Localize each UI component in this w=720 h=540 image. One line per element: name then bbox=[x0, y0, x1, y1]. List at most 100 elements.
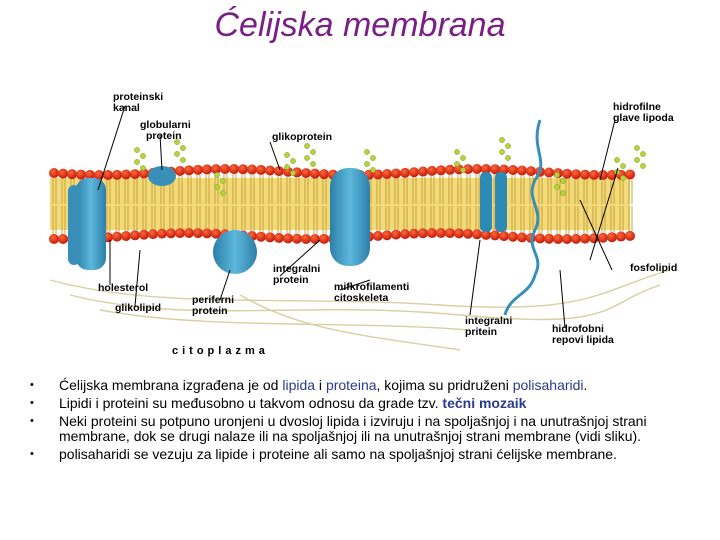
phospholipid-head bbox=[625, 231, 635, 241]
phospholipid-head bbox=[508, 165, 518, 175]
sugar-chain bbox=[140, 153, 145, 158]
phospholipid-head bbox=[58, 234, 68, 244]
phospholipid-head bbox=[382, 230, 392, 240]
phospholipid-head bbox=[625, 169, 635, 179]
bullet-item: • Neki proteini su potpuno uronjeni u dv… bbox=[30, 414, 660, 444]
phospholipid-head bbox=[427, 166, 437, 176]
phospholipid-head bbox=[436, 228, 446, 238]
phospholipid-head bbox=[562, 234, 572, 244]
sugar-chain bbox=[284, 152, 289, 157]
sugar-chain bbox=[220, 178, 225, 183]
phospholipid-head bbox=[589, 170, 599, 180]
label-glycolipid: glikolipid bbox=[115, 303, 161, 314]
phospholipid-head bbox=[121, 170, 131, 180]
phospholipid-head bbox=[256, 165, 266, 175]
phospholipid-head bbox=[202, 228, 212, 238]
phospholipid-head bbox=[427, 228, 437, 238]
sugar-chain bbox=[310, 149, 315, 154]
bullet-dot: • bbox=[30, 414, 34, 429]
sugar-chain bbox=[364, 149, 369, 154]
phospholipid-head bbox=[445, 165, 455, 175]
phospholipid-head bbox=[274, 233, 284, 243]
phospholipid-head bbox=[409, 167, 419, 177]
phospholipid-head bbox=[292, 234, 302, 244]
phospholipid-head bbox=[391, 230, 401, 240]
phospholipid-head bbox=[607, 232, 617, 242]
sugar-chain bbox=[634, 157, 639, 162]
sugar-chain bbox=[620, 163, 625, 168]
phospholipid-head bbox=[58, 169, 68, 179]
phospholipid-head bbox=[157, 229, 167, 239]
phospholipid-head bbox=[544, 234, 554, 244]
sugar-chain bbox=[370, 167, 375, 172]
phospholipid-head bbox=[580, 170, 590, 180]
label-hydrophobic-tails: hidrofobnirepovi lipida bbox=[552, 324, 614, 346]
phospholipid-head bbox=[391, 169, 401, 179]
phospholipid-head bbox=[166, 228, 176, 238]
phospholipid-head bbox=[139, 230, 149, 240]
sugar-chain bbox=[370, 155, 375, 160]
phospholipid-head bbox=[454, 228, 464, 238]
phospholipid-head bbox=[508, 232, 518, 242]
phospholipid-head bbox=[616, 232, 626, 242]
phospholipid-head bbox=[553, 234, 563, 244]
phospholipid-head bbox=[418, 228, 428, 238]
sugar-chain bbox=[310, 161, 315, 166]
phospholipid-head bbox=[319, 169, 329, 179]
label-phospholipid: fosfolipid bbox=[630, 263, 677, 274]
phospholipid-head bbox=[193, 228, 203, 238]
phospholipid-head bbox=[409, 229, 419, 239]
phospholipid-head bbox=[130, 169, 140, 179]
sugar-chain bbox=[460, 167, 465, 172]
phospholipid-head bbox=[67, 169, 77, 179]
sugar-chain bbox=[290, 170, 295, 175]
sugar-chain bbox=[214, 184, 219, 189]
phospholipid-head bbox=[436, 165, 446, 175]
phospholipid-head bbox=[103, 170, 113, 180]
phospholipid-head bbox=[202, 164, 212, 174]
phospholipid-head bbox=[112, 170, 122, 180]
phospholipid-head bbox=[283, 233, 293, 243]
sugar-chain bbox=[499, 137, 504, 142]
sugar-chain bbox=[134, 159, 139, 164]
label-cytoplasm: citoplazma bbox=[172, 346, 269, 357]
phospholipid-head bbox=[400, 168, 410, 178]
phospholipid-head bbox=[499, 231, 509, 241]
sugar-chain bbox=[454, 149, 459, 154]
phospholipid-head bbox=[220, 164, 230, 174]
phospholipid-head bbox=[265, 232, 275, 242]
phospholipid-head bbox=[562, 169, 572, 179]
sugar-chain bbox=[304, 155, 309, 160]
phospholipid-head bbox=[301, 234, 311, 244]
phospholipid-head bbox=[418, 167, 428, 177]
sugar-chain bbox=[214, 172, 219, 177]
phospholipid-head bbox=[571, 234, 581, 244]
sugar-chain bbox=[554, 184, 559, 189]
phospholipid-head bbox=[193, 165, 203, 175]
phospholipid-head bbox=[229, 164, 239, 174]
phospholipid-head bbox=[310, 234, 320, 244]
sugar-chain bbox=[560, 190, 565, 195]
sugar-chain bbox=[460, 155, 465, 160]
phospholipid-head bbox=[49, 168, 59, 178]
phospholipid-head bbox=[472, 229, 482, 239]
phospholipid-head bbox=[130, 230, 140, 240]
integral-protein-center bbox=[330, 168, 370, 266]
phospholipid-head bbox=[526, 166, 536, 176]
phospholipid-head bbox=[175, 166, 185, 176]
phospholipid-head bbox=[580, 234, 590, 244]
phospholipid-head bbox=[310, 169, 320, 179]
sugar-chain bbox=[304, 143, 309, 148]
sugar-chain bbox=[640, 151, 645, 156]
phospholipid-head bbox=[121, 231, 131, 241]
sugar-chain bbox=[505, 143, 510, 148]
phospholipid-head bbox=[535, 233, 545, 243]
sugar-chain bbox=[560, 178, 565, 183]
protein-channel-left bbox=[68, 178, 106, 270]
sugar-chain bbox=[180, 157, 185, 162]
sugar-chain bbox=[284, 164, 289, 169]
bullet-item: • polisaharidi se vezuju za lipide i pro… bbox=[30, 447, 660, 462]
